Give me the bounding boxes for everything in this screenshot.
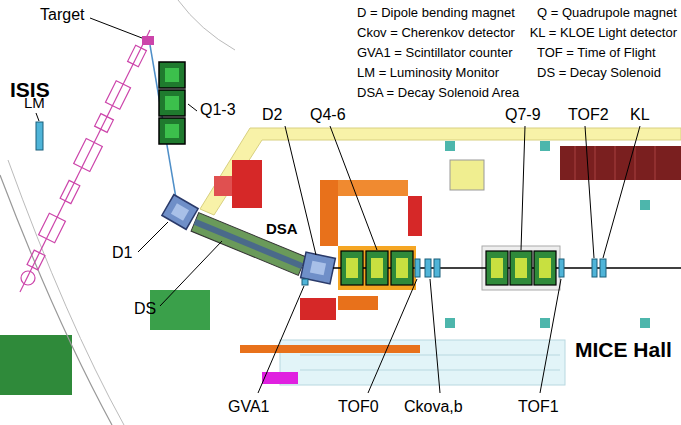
dipole-magnet bbox=[162, 195, 198, 230]
floor-line bbox=[300, 370, 560, 371]
isis-beamline bbox=[20, 30, 150, 292]
callout-label: GVA1 bbox=[228, 398, 270, 416]
area-label: DSA bbox=[266, 220, 298, 237]
shielding bbox=[338, 246, 416, 290]
detector bbox=[415, 259, 606, 277]
hall-wall bbox=[200, 128, 681, 215]
equipment bbox=[450, 160, 484, 190]
shield-block bbox=[214, 176, 232, 196]
callout-label: TOF0 bbox=[338, 398, 379, 416]
cable-tray bbox=[240, 345, 420, 353]
floor-line bbox=[300, 355, 560, 356]
shielding bbox=[408, 196, 422, 236]
callout-label: D1 bbox=[112, 244, 132, 262]
legend-text: GVA1 = Scintillator counter bbox=[357, 46, 512, 61]
decay-solenoid bbox=[191, 213, 306, 276]
isis-ring bbox=[178, 0, 235, 50]
green-area bbox=[150, 290, 210, 330]
legend-text: KL = KLOE Light detector bbox=[530, 26, 677, 41]
callout-label: Q4-6 bbox=[310, 106, 346, 124]
legend-text: DSA = Decay Solenoid Area bbox=[357, 86, 519, 101]
green-area bbox=[0, 335, 72, 395]
shielding bbox=[338, 180, 408, 196]
quadrupole-magnet bbox=[486, 251, 556, 285]
callout-label: LM bbox=[24, 94, 45, 111]
callout-label: Q7-9 bbox=[505, 106, 541, 124]
legend-text: TOF = Time of Flight bbox=[537, 46, 656, 61]
area-label: MICE Hall bbox=[575, 338, 672, 362]
gva1-counter bbox=[302, 279, 308, 285]
callout-label: KL bbox=[630, 106, 650, 124]
callout-label: TOF2 bbox=[568, 106, 609, 124]
shielding bbox=[320, 180, 338, 246]
pillar bbox=[445, 141, 650, 328]
callout-label: TOF1 bbox=[518, 398, 559, 416]
isis-ring bbox=[0, 175, 112, 425]
callout-label: Q1-3 bbox=[200, 101, 236, 119]
quadrupole-magnet bbox=[341, 251, 413, 285]
shielding bbox=[300, 298, 336, 320]
quad-stand bbox=[482, 246, 560, 290]
quadrupole-magnet bbox=[159, 62, 185, 144]
callout-label: DS bbox=[134, 300, 156, 318]
callout-label: Target bbox=[40, 6, 84, 24]
legend-text: Ckov = Cherenkov detector bbox=[357, 26, 515, 41]
luminosity-monitor bbox=[36, 122, 43, 150]
legend-text: Q = Quadrupole magnet bbox=[537, 6, 677, 21]
target-symbol bbox=[142, 36, 154, 45]
callout-label: D2 bbox=[262, 106, 282, 124]
rack bbox=[262, 372, 298, 384]
callout-label: Ckova,b bbox=[404, 398, 463, 416]
shield-block bbox=[232, 160, 262, 208]
legend-text: DS = Decay Solenoid bbox=[537, 66, 661, 81]
shielding bbox=[338, 296, 378, 310]
legend-text: LM = Luminosity Monitor bbox=[357, 66, 499, 81]
legend-text: D = Dipole bending magnet bbox=[357, 6, 515, 21]
shield-wall bbox=[560, 146, 681, 180]
